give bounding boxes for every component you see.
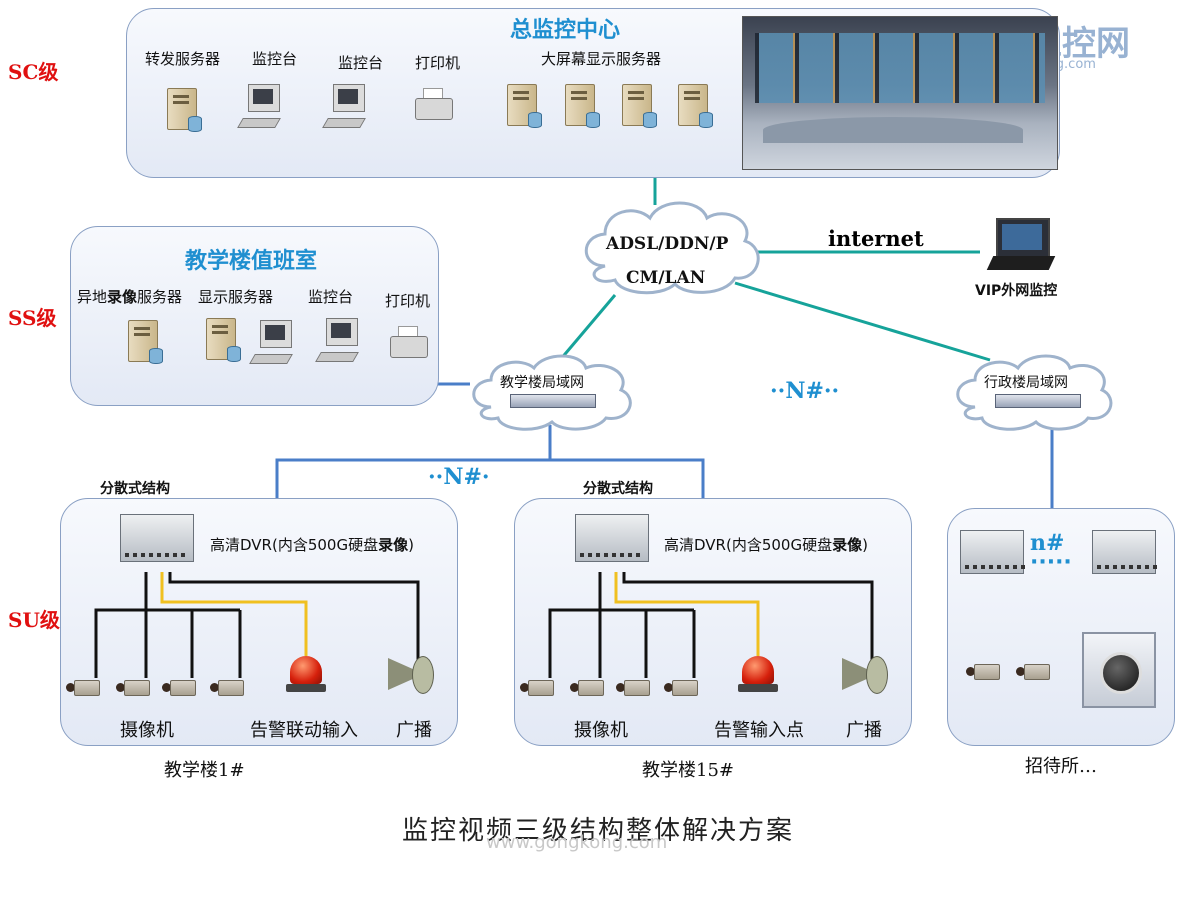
n-lower-label: ··N#· <box>428 464 490 490</box>
database-icon <box>149 348 163 364</box>
sc-label-printer: 打印机 <box>415 54 461 72</box>
su-left-struct-label: 分散式结构 <box>100 481 170 497</box>
vip-label: VIP外网监控 <box>975 283 1058 299</box>
teaching-lan-label: 教学楼局域网 <box>500 375 584 391</box>
server-icon <box>507 84 542 128</box>
sc-label-forward-server: 转发服务器 <box>145 50 221 68</box>
su-mid-camera-label: 摄像机 <box>574 720 628 741</box>
su-left-camera-label: 摄像机 <box>120 720 174 741</box>
camera-icon <box>664 680 698 696</box>
network-switch-icon <box>995 394 1081 408</box>
su-mid-broadcast-label: 广播 <box>846 720 882 741</box>
camera-icon <box>966 664 1000 680</box>
level-ss-label: SS级 <box>8 306 57 330</box>
ss-label-console: 监控台 <box>308 288 354 306</box>
dvr-icon <box>120 514 194 562</box>
sc-label-console-2: 监控台 <box>338 54 384 72</box>
cloud-to-admin-lan <box>734 281 991 362</box>
server-icon <box>565 84 600 128</box>
database-icon <box>227 346 241 362</box>
level-sc-label: SC级 <box>8 60 59 84</box>
ss-label-printer: 打印机 <box>385 292 431 310</box>
ss-panel <box>70 226 439 406</box>
n-small-label: n# <box>1030 530 1065 556</box>
level-su-label: SU级 <box>8 608 60 632</box>
dvr-icon <box>575 514 649 562</box>
camera-icon <box>616 680 650 696</box>
su-left-broadcast-label: 广播 <box>396 720 432 741</box>
su-right-caption: 招待所… <box>1025 756 1097 777</box>
workstation-icon <box>237 84 284 132</box>
printer-icon <box>415 88 453 122</box>
su-mid-dvr-label: 高清DVR(内含500G硬盘录像) <box>664 536 868 554</box>
printer-icon <box>390 326 428 360</box>
camera-icon <box>520 680 554 696</box>
sc-label-console-1: 监控台 <box>252 50 298 68</box>
database-icon <box>188 116 202 132</box>
ss-label-display-server: 显示服务器 <box>198 288 274 306</box>
wan-cloud-icon <box>584 201 760 295</box>
loudspeaker-icon <box>836 654 888 694</box>
wan-cloud-line1: ADSL/DDN/P <box>606 234 729 254</box>
network-switch-icon <box>510 394 596 408</box>
dvr-icon <box>1092 530 1157 574</box>
su-mid-caption: 教学楼15# <box>642 760 734 781</box>
sc-label-display-server: 大屏幕显示服务器 <box>541 50 662 68</box>
main-title: 监控视频三级结构整体解决方案 <box>402 816 795 846</box>
loudspeaker-icon <box>382 654 434 694</box>
su-mid-alarm-label: 告警输入点 <box>714 720 804 741</box>
su-mid-wiring <box>548 572 874 678</box>
server-icon <box>678 84 713 128</box>
sc-panel-title: 总监控中心 <box>510 18 621 43</box>
dvr-icon <box>960 530 1025 574</box>
su-mid-struct-label: 分散式结构 <box>583 481 653 497</box>
ptz-dome-camera-icon <box>1082 632 1156 708</box>
camera-icon <box>116 680 150 696</box>
database-icon <box>699 112 713 128</box>
workstation-icon <box>315 318 362 366</box>
admin-lan-cloud-icon <box>956 354 1113 431</box>
camera-icon <box>1016 664 1050 680</box>
bottom-watermark: www.gongkong.com <box>486 832 668 853</box>
camera-icon <box>210 680 244 696</box>
su-branch-line <box>275 458 705 498</box>
su-left-alarm-label: 告警联动输入 <box>250 720 358 741</box>
wan-cloud-line2: CM/LAN <box>626 268 706 288</box>
server-icon <box>128 320 163 364</box>
n-mid-label: ··N#·· <box>770 378 840 404</box>
ss-label-remote-server: 异地录像服务器 <box>77 288 183 306</box>
internet-label: internet <box>828 226 924 251</box>
server-icon <box>167 88 202 132</box>
alarm-siren-icon <box>286 656 326 694</box>
cloud-to-teaching-lan <box>558 294 617 361</box>
alarm-siren-icon <box>738 656 778 694</box>
ss-panel-title: 教学楼值班室 <box>185 249 318 274</box>
database-icon <box>528 112 542 128</box>
workstation-icon <box>322 84 369 132</box>
server-icon <box>622 84 657 128</box>
camera-icon <box>570 680 604 696</box>
database-icon <box>643 112 657 128</box>
laptop-icon <box>986 218 1056 276</box>
su-left-dvr-label: 高清DVR(内含500G硬盘录像) <box>210 536 414 554</box>
control-room-photo <box>742 16 1058 170</box>
teaching-lan-cloud-icon <box>472 354 632 431</box>
workstation-icon <box>249 320 296 368</box>
server-icon <box>206 318 241 362</box>
camera-icon <box>66 680 100 696</box>
ellipsis-dots: ····· <box>1030 550 1072 575</box>
camera-icon <box>162 680 196 696</box>
admin-lan-label: 行政楼局域网 <box>984 375 1068 391</box>
database-icon <box>586 112 600 128</box>
su-left-wiring <box>94 572 420 678</box>
su-left-caption: 教学楼1# <box>164 760 245 781</box>
